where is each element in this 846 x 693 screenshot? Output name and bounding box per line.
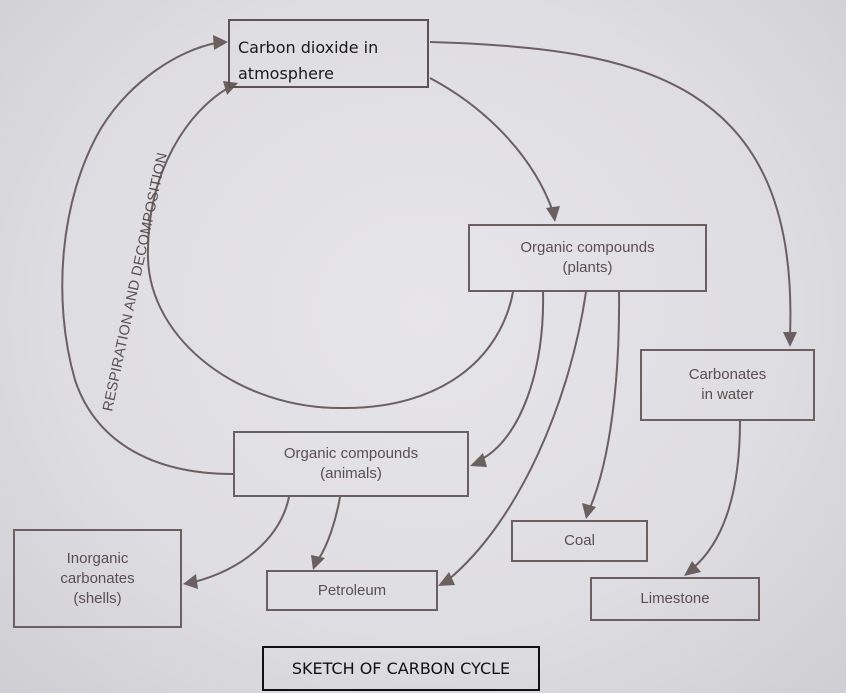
node-limestone: Limestone	[590, 577, 760, 621]
arrowhead	[684, 561, 701, 576]
edge-co2-to-plants	[429, 77, 554, 213]
node-inorganic-carbonates: Inorganic carbonates (shells)	[13, 529, 182, 628]
edge-plants-to-co2	[146, 87, 514, 410]
arrowhead	[311, 555, 325, 570]
edge-plants-to-animals	[479, 291, 545, 461]
edge-carbonates-to-limestone	[692, 420, 741, 569]
edge-animals-to-inorganic	[193, 496, 290, 583]
arrowhead	[470, 453, 487, 467]
edge-animals-to-petroleum	[317, 496, 341, 561]
arrowhead	[546, 206, 560, 222]
node-coal: Coal	[511, 520, 648, 562]
edge-co2-to-carbonates-water	[429, 41, 792, 337]
arrowhead	[213, 35, 228, 50]
diagram-caption: SKETCH OF CARBON CYCLE	[262, 646, 540, 691]
arrowhead	[438, 572, 455, 586]
node-organic-compounds-plants: Organic compounds (plants)	[468, 224, 707, 292]
node-carbon-dioxide-atmosphere: Carbon dioxide in atmosphere	[228, 19, 429, 88]
respiration-decomposition-label: RESPIRATION AND DECOMPOSITION	[100, 151, 171, 413]
node-organic-compounds-animals: Organic compounds (animals)	[233, 431, 469, 497]
arrowhead	[582, 503, 596, 519]
arrowhead	[783, 332, 797, 347]
edge-animals-to-co2	[61, 42, 234, 475]
edge-plants-to-coal	[589, 291, 621, 509]
node-petroleum: Petroleum	[266, 570, 438, 611]
node-carbonates-in-water: Carbonates in water	[640, 349, 815, 421]
arrowhead	[223, 81, 238, 95]
arrowhead	[183, 574, 198, 589]
edge-plants-to-petroleum	[447, 291, 587, 581]
